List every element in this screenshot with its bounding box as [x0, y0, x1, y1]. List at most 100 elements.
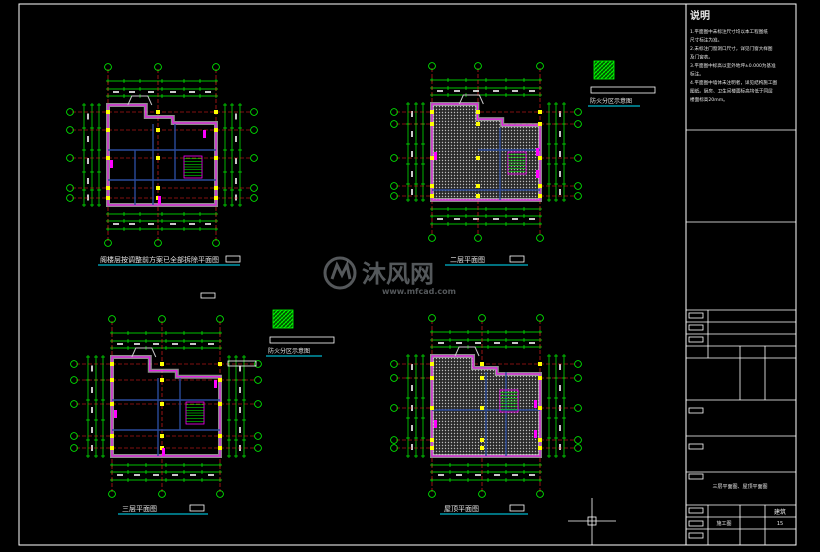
fire-zone-box	[269, 336, 335, 344]
door	[434, 152, 437, 160]
axis-bubble	[390, 444, 398, 452]
annotation-box	[200, 292, 216, 299]
floor-plan-bottom-right[interactable]	[390, 314, 582, 498]
dimension-text	[512, 474, 518, 476]
column	[430, 156, 434, 160]
column	[214, 196, 218, 200]
axis-bubble	[574, 374, 582, 382]
column	[160, 362, 164, 366]
dimension-text	[438, 342, 444, 344]
column	[538, 438, 542, 442]
fire-zone-swatch	[593, 60, 615, 80]
column	[538, 156, 542, 160]
axis-bubble	[536, 314, 544, 322]
dimension-text	[208, 474, 214, 476]
column	[430, 446, 434, 450]
dimension-text	[170, 91, 176, 93]
door	[534, 400, 537, 408]
dimension-text	[205, 223, 211, 225]
column	[218, 434, 222, 438]
column	[538, 110, 542, 114]
axis-bubble	[254, 400, 262, 408]
fire-zone-label-2: 防火分区示意图	[268, 347, 310, 355]
dimension-text	[91, 407, 93, 413]
watermark-brand: 沐风网	[362, 260, 434, 288]
dimension-text	[172, 474, 178, 476]
column	[476, 194, 480, 198]
axis-bubble	[478, 314, 486, 322]
column	[430, 122, 434, 126]
axis-bubble	[574, 404, 582, 412]
notes-line: 1.平面图中未标注尺寸均以本工程图纸	[690, 28, 768, 35]
title-block-stage: 施工图	[716, 520, 731, 527]
column	[110, 446, 114, 450]
dimension-text	[87, 178, 89, 184]
dimension-text	[87, 194, 89, 201]
column	[214, 156, 218, 160]
drawing-frame	[18, 3, 797, 546]
floor-plan-top-right[interactable]	[390, 62, 582, 242]
column	[218, 362, 222, 366]
notes-line: 及门窗表。	[690, 54, 713, 61]
axis-bubble	[70, 432, 78, 440]
dimension-text	[411, 189, 413, 195]
dimension-text	[559, 151, 561, 157]
dimension-text	[512, 90, 518, 92]
column	[106, 186, 110, 190]
annotation-box	[227, 360, 257, 367]
bay-window	[454, 346, 480, 357]
dimension-text	[529, 218, 535, 220]
column	[156, 128, 160, 132]
plan-title-bottom-left: 三层平面图	[122, 505, 157, 513]
column	[106, 128, 110, 132]
column	[160, 378, 164, 382]
floor-plan-bottom-left[interactable]	[70, 315, 262, 498]
column	[538, 446, 542, 450]
axis-bubble	[66, 126, 74, 134]
dimension-text	[239, 365, 241, 372]
fire-zone-label-1: 防火分区示意图	[590, 97, 632, 105]
dimension-text	[437, 218, 443, 220]
door	[536, 148, 539, 156]
column	[476, 122, 480, 126]
door	[114, 410, 117, 418]
title-block	[686, 129, 796, 545]
notes-heading: 说明	[690, 9, 710, 22]
notes-line: 图纸。厨房、卫生间楼面标高均低于同层	[690, 88, 773, 95]
dimension-text	[153, 474, 159, 476]
dimension-text	[87, 158, 89, 164]
dimension-text	[529, 342, 535, 344]
column	[156, 156, 160, 160]
axis-bubble	[536, 234, 544, 242]
wall-outline	[107, 104, 217, 206]
column	[218, 378, 222, 382]
dimension-text	[148, 223, 154, 225]
axis-bubble	[474, 62, 482, 70]
column	[110, 362, 114, 366]
dimension-text	[559, 111, 561, 117]
axis-bubble	[574, 444, 582, 452]
axis-bubble	[70, 360, 78, 368]
dimension-text	[153, 343, 159, 345]
plan-scale-box	[225, 255, 241, 263]
axis-bubble	[250, 154, 258, 162]
dimension-text	[493, 90, 499, 92]
axis-bubble	[66, 194, 74, 202]
dimension-text	[411, 425, 413, 431]
axis-bubble	[536, 62, 544, 70]
dimension-text	[493, 218, 499, 220]
axis-bubble	[66, 154, 74, 162]
column	[430, 438, 434, 442]
axis-bubble	[70, 376, 78, 384]
axis-bubble	[574, 108, 582, 116]
dimension-text	[235, 113, 237, 120]
column	[110, 378, 114, 382]
floor-plan-top-left[interactable]	[66, 63, 258, 247]
axis-bubble	[390, 374, 398, 382]
column	[160, 434, 164, 438]
axis-bubble	[390, 120, 398, 128]
dimension-text	[512, 218, 518, 220]
dimension-text	[411, 131, 413, 137]
